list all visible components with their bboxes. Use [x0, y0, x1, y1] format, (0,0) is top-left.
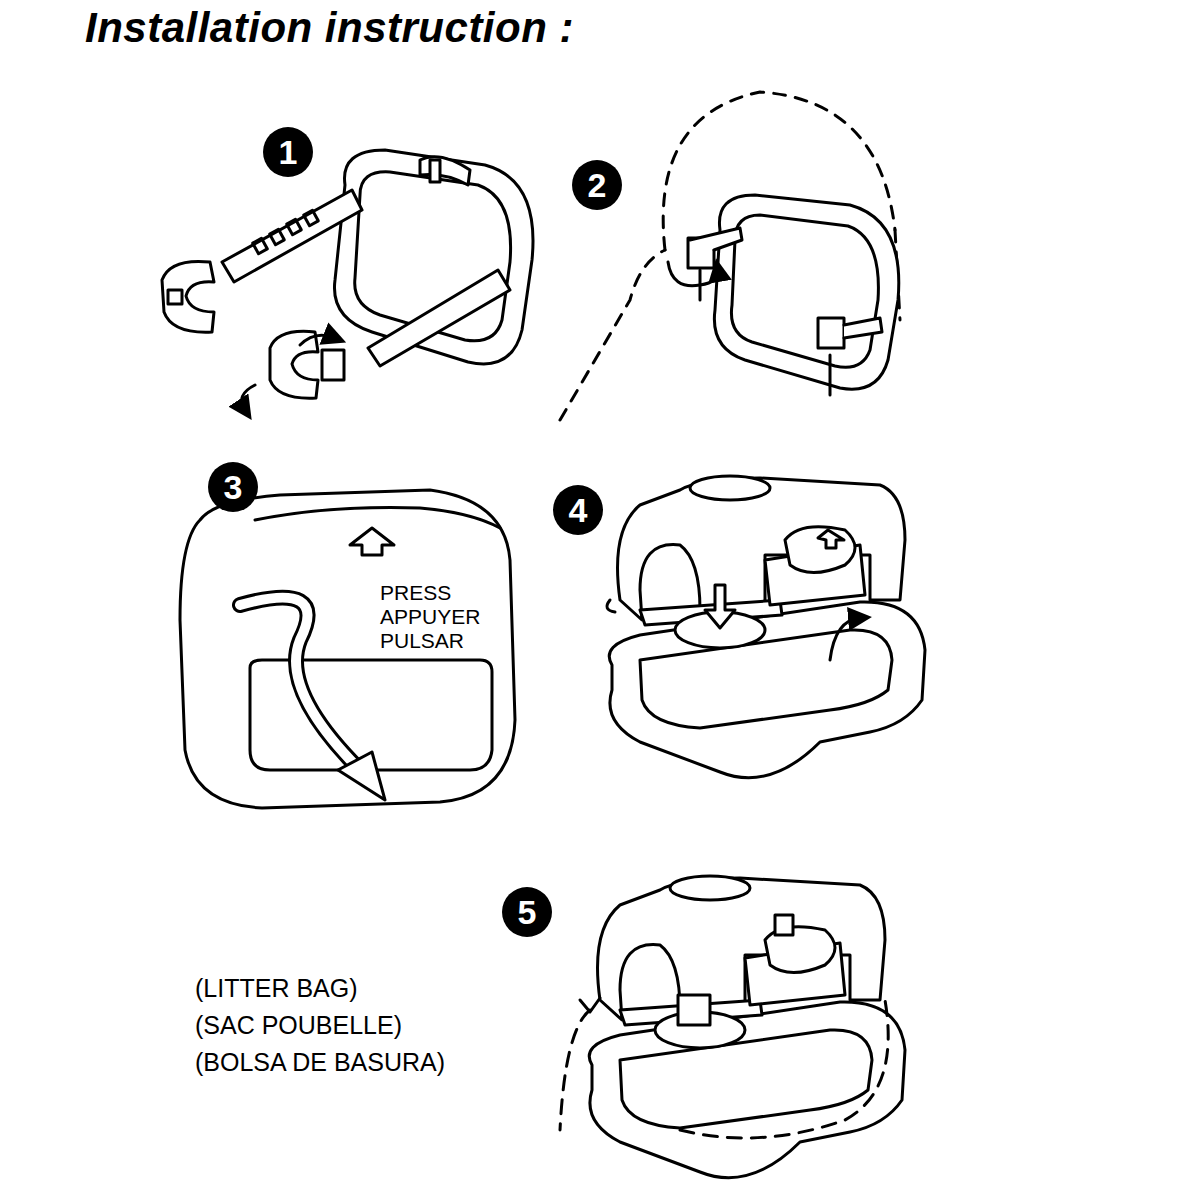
instruction-text: PULSAR — [380, 630, 464, 651]
step1-figure — [162, 150, 533, 410]
callout-number: 3 — [224, 468, 243, 507]
step5-figure — [560, 876, 905, 1178]
callout-number: 2 — [588, 166, 607, 205]
step-circle: 1 — [263, 127, 313, 177]
step-circle: 2 — [572, 160, 622, 210]
step-circle: 5 — [502, 887, 552, 937]
instruction-text: PRESS — [380, 582, 451, 603]
title: Installation instruction : — [85, 4, 574, 52]
part-name: (BOLSA DE BASURA) — [195, 1050, 445, 1075]
step-circle: 3 — [208, 462, 258, 512]
callout-number: 1 — [279, 133, 298, 172]
instruction-text: APPUYER — [380, 606, 480, 627]
step-circle: 4 — [553, 485, 603, 535]
callout-number: 5 — [518, 893, 537, 932]
step3-figure — [180, 490, 515, 808]
step2-figure — [560, 92, 900, 420]
part-name: (LITTER BAG) — [195, 976, 358, 1001]
step4-figure — [607, 476, 925, 778]
callout-number: 4 — [569, 491, 588, 530]
part-name: (SAC POUBELLE) — [195, 1013, 402, 1038]
